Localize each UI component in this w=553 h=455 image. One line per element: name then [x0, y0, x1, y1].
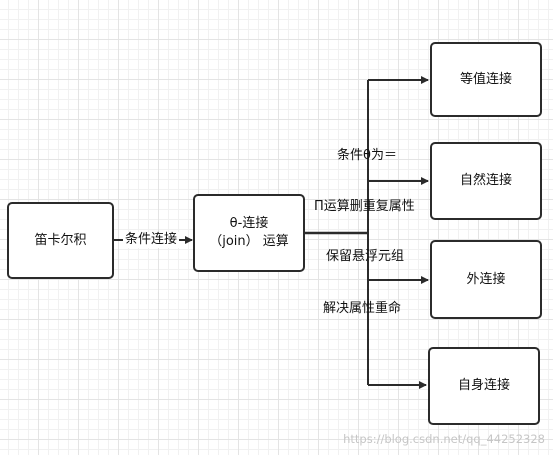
edge-label-projection-remove-dup: Π运算删重复属性 [314, 199, 415, 214]
self-join-label: 自身连接 [457, 378, 510, 393]
edge-label-theta-equal: 条件θ为＝ [337, 148, 397, 163]
cartesian-product-label: 笛卡尔积 [34, 232, 87, 248]
theta-join-node[interactable]: θ-连接 （join） 运算 [193, 194, 305, 272]
self-join-node[interactable]: 自身连接 [428, 347, 540, 425]
equi-join-label: 等值连接 [459, 71, 512, 87]
equi-join-node[interactable]: 等值连接 [430, 42, 542, 117]
cartesian-product-node[interactable]: 笛卡尔积 [7, 202, 114, 279]
natural-join-node[interactable]: 自然连接 [430, 142, 542, 220]
theta-join-label-line2: （join） 运算 [209, 234, 289, 249]
outer-join-label: 外连接 [466, 271, 506, 287]
edge-label-condition-join: 条件连接 [123, 232, 180, 248]
theta-join-label-line1: θ-连接 [229, 216, 269, 231]
edge-label-resolve-rename: 解决属性重命 [323, 301, 402, 316]
natural-join-label: 自然连接 [459, 173, 512, 188]
edge-label-keep-dangling: 保留悬浮元组 [326, 249, 405, 264]
watermark-text: https://blog.csdn.net/qq_44252328 [343, 432, 545, 446]
outer-join-node[interactable]: 外连接 [430, 240, 542, 319]
